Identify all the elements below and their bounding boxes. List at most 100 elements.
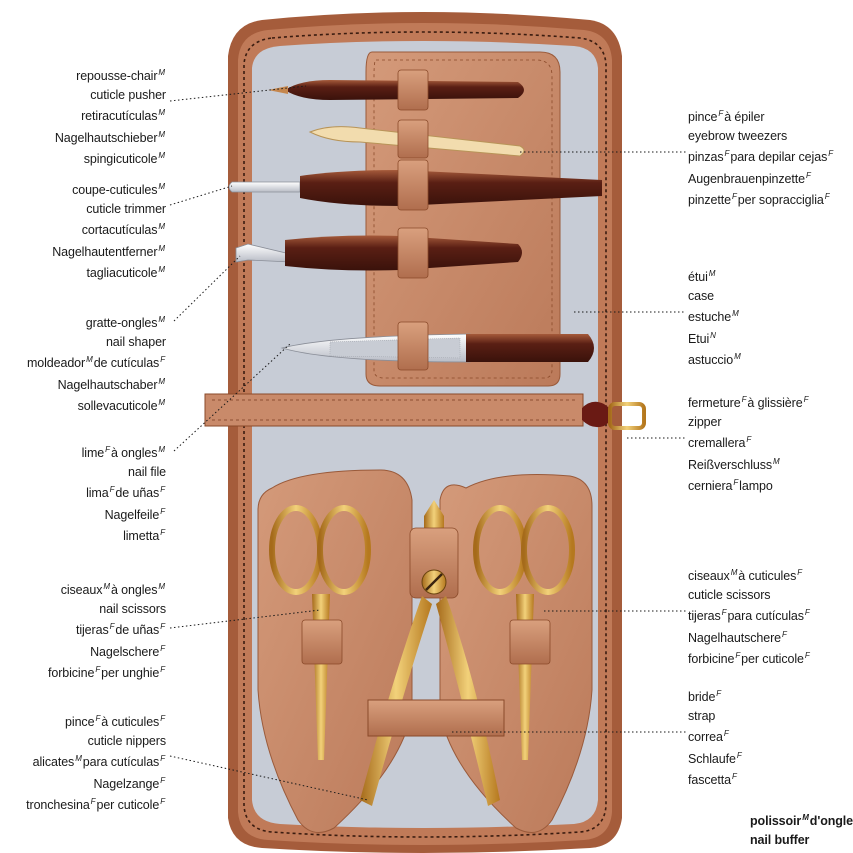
term-text: limetta xyxy=(123,529,159,543)
term-text: retiracutículas xyxy=(81,109,157,123)
label-line: polissoirMd'ongles xyxy=(750,809,853,831)
label-line: limeFà onglesM xyxy=(82,441,166,463)
gender-marker: F xyxy=(735,651,740,660)
gender-marker: M xyxy=(158,445,165,454)
label-cuticle-trimmer: coupe-cuticulesMcuticle trimmercortacutí… xyxy=(52,178,166,283)
term-text-continued: à ongles xyxy=(111,446,157,460)
gender-marker: F xyxy=(91,797,96,806)
label-line: pinzetteFper sopraccigliaF xyxy=(688,188,834,210)
term-text: estuche xyxy=(688,310,731,324)
term-text: lime xyxy=(82,446,105,460)
label-line: ciseauxMà onglesM xyxy=(48,578,166,600)
term-text: correa xyxy=(688,730,723,744)
term-text: Nagelhautentferner xyxy=(52,245,157,259)
label-line: cernieraFlampo xyxy=(688,474,809,496)
term-text: cuticle trimmer xyxy=(86,202,166,216)
term-text: cuticle pusher xyxy=(90,88,166,102)
term-text: Etui xyxy=(688,332,709,346)
label-line: sollevacuticoleM xyxy=(27,394,166,416)
term-text: polissoir xyxy=(750,814,801,828)
gender-marker: F xyxy=(718,109,723,118)
term-text: astuccio xyxy=(688,353,733,367)
term-text: Nagelzange xyxy=(93,777,159,791)
gender-marker: F xyxy=(806,171,811,180)
label-line: étuiM xyxy=(688,265,742,287)
term-text: spingicuticole xyxy=(84,152,158,166)
term-text: gratte-ongles xyxy=(86,316,158,330)
gender-marker: F xyxy=(95,714,100,723)
label-line: NagelhautentfernerM xyxy=(52,240,166,262)
gender-marker: F xyxy=(825,192,830,201)
label-line: correaF xyxy=(688,725,743,747)
gender-marker: F xyxy=(742,395,747,404)
term-text: bride xyxy=(688,690,715,704)
term-text-continued: per cuticole xyxy=(741,652,804,666)
gender-marker: F xyxy=(160,355,165,364)
label-line: moldeadorMde cutículasF xyxy=(27,351,166,373)
label-line: NagelschereF xyxy=(48,640,166,662)
gender-marker: F xyxy=(160,507,165,516)
term-text: strap xyxy=(688,709,715,723)
gender-marker: M xyxy=(802,813,809,822)
term-text: Nagelhautschere xyxy=(688,631,781,645)
label-line: nail scissors xyxy=(48,600,166,619)
gender-marker: M xyxy=(731,568,738,577)
label-line: cuticle pusher xyxy=(55,86,166,105)
gender-marker: F xyxy=(160,797,165,806)
term-text-continued: per sopracciglia xyxy=(738,193,824,207)
label-line: fascettaF xyxy=(688,768,743,790)
term-text: ciseaux xyxy=(688,569,730,583)
gender-marker: M xyxy=(158,151,165,160)
label-line: AugenbrauenpinzetteF xyxy=(688,167,834,189)
term-text: Nagelschere xyxy=(90,645,159,659)
label-line: ciseauxMà cuticulesF xyxy=(688,564,811,586)
label-line: alicatesMpara cutículasF xyxy=(26,750,166,772)
term-text: moldeador xyxy=(27,356,85,370)
term-text-continued: de cutículas xyxy=(94,356,160,370)
term-text: cuticle scissors xyxy=(688,588,770,602)
label-nail-buffer: polissoirMd'onglesnail buffer xyxy=(750,809,853,849)
gender-marker: F xyxy=(746,435,751,444)
gender-marker: M xyxy=(158,182,165,191)
label-line: EtuiN xyxy=(688,327,742,349)
term-text: alicates xyxy=(33,755,75,769)
gender-marker: M xyxy=(158,108,165,117)
gender-marker: F xyxy=(737,751,742,760)
term-text: pinzette xyxy=(688,193,731,207)
gender-marker: F xyxy=(716,689,721,698)
label-line: case xyxy=(688,287,742,306)
label-line: estucheM xyxy=(688,305,742,327)
label-line: astuccioM xyxy=(688,348,742,370)
term-text-continued: à cuticules xyxy=(738,569,796,583)
term-text: zipper xyxy=(688,415,721,429)
term-text: eyebrow tweezers xyxy=(688,129,787,143)
gender-marker: M xyxy=(158,222,165,231)
label-line: NagelzangeF xyxy=(26,772,166,794)
label-line: tijerasFpara cutículasF xyxy=(688,604,811,626)
leader-cuticle-trimmer xyxy=(170,186,232,205)
gender-marker: M xyxy=(773,457,780,466)
gender-marker: F xyxy=(722,608,727,617)
gender-marker: M xyxy=(709,269,716,278)
gender-marker: M xyxy=(158,244,165,253)
gender-marker: F xyxy=(733,478,738,487)
term-text: lima xyxy=(86,486,109,500)
term-text: case xyxy=(688,289,714,303)
term-text-continued: à ongles xyxy=(111,583,157,597)
gender-marker: M xyxy=(158,377,165,386)
label-case: étuiMcaseestucheMEtuiNastuccioM xyxy=(688,265,742,370)
gender-marker: F xyxy=(804,395,809,404)
label-line: gratte-onglesM xyxy=(27,311,166,333)
label-line: nail file xyxy=(82,463,166,482)
label-line: SchlaufeF xyxy=(688,747,743,769)
term-text: cremallera xyxy=(688,436,745,450)
gender-marker: F xyxy=(160,485,165,494)
term-text-continued: de uñas xyxy=(115,486,159,500)
term-text-continued: per cuticole xyxy=(96,798,159,812)
gender-marker: F xyxy=(95,665,100,674)
label-line: forbicineFper unghieF xyxy=(48,661,166,683)
label-line: fermetureFà glissièreF xyxy=(688,391,809,413)
label-line: NagelhautschaberM xyxy=(27,373,166,395)
